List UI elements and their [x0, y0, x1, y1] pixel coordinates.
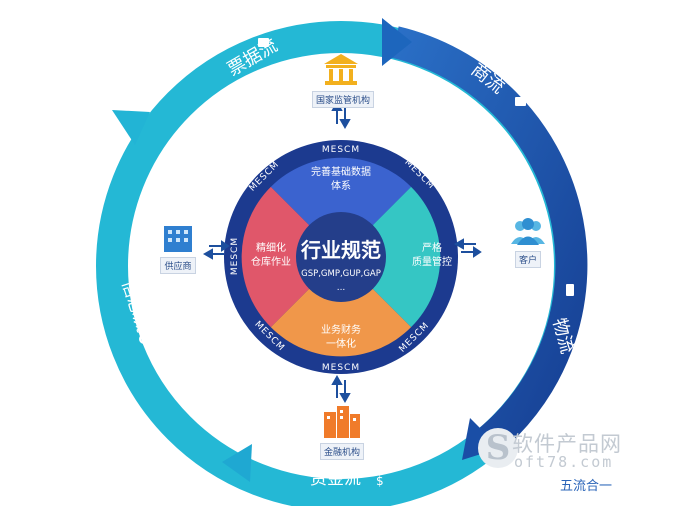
mescm-label-bottom: MESCM — [322, 363, 360, 373]
quadrant-right — [340, 186, 441, 328]
watermark-url: oft78.com — [514, 453, 614, 471]
supplier-node: 供应商 — [152, 224, 204, 274]
watermark-s-logo: S — [478, 428, 518, 468]
regulator-node: 国家监管机构 — [312, 52, 375, 108]
quadrant-left-line2: 仓库作业 — [251, 255, 291, 268]
quadrant-left-line1: 精细化 — [256, 241, 286, 254]
quadrant-bottom-line2: 一体化 — [326, 337, 356, 350]
center-title: 行业规范 — [300, 238, 381, 262]
quadrant-top — [270, 157, 412, 258]
outer-flow-ring-dark-arc — [391, 26, 588, 453]
quadrant-left — [241, 186, 341, 328]
flow-arrow-top-left — [112, 110, 150, 145]
government-building-icon — [324, 54, 358, 85]
finance-node: 金融机构 — [314, 404, 370, 460]
supplier-label: 供应商 — [160, 257, 196, 274]
money-bag-icon: $ — [376, 474, 384, 488]
people-group-icon — [511, 218, 545, 245]
wifi-icon — [139, 334, 149, 344]
finance-label: 金融机构 — [319, 443, 364, 460]
quadrant-top-line2: 体系 — [331, 180, 351, 192]
quadrant-bottom — [270, 257, 412, 357]
watermark-tagline: 五流合一 — [560, 479, 613, 494]
quadrant-bottom-line1: 业务财务 — [321, 323, 361, 336]
office-building-icon — [164, 226, 192, 252]
customer-node: 客户 — [500, 218, 556, 268]
arrows-finance — [331, 374, 351, 404]
flow-arrow-top — [382, 18, 412, 66]
flow-arrow-bottom-left — [222, 444, 252, 482]
center-ellipsis: ... — [337, 283, 346, 293]
truck-icon — [566, 284, 574, 296]
quadrant-right-line2: 质量管控 — [412, 255, 452, 268]
bill-icon — [258, 38, 269, 47]
briefcase-icon — [515, 97, 526, 106]
watermark-site-name: 软件产品网 — [512, 432, 622, 456]
arrows-supplier — [202, 240, 230, 260]
quadrant-top-line1: 完善基础数据 — [311, 165, 371, 178]
mescm-label-left: MESCM — [230, 237, 240, 275]
mescm-label-top: MESCM — [322, 145, 360, 155]
quadrant-right-line1: 严格 — [422, 241, 442, 254]
customer-label: 客户 — [514, 251, 541, 268]
arrows-customer — [453, 238, 482, 258]
center-disc — [296, 212, 386, 302]
regulator-label: 国家监管机构 — [312, 91, 375, 108]
capital-flow-label: 资金流 — [310, 469, 361, 489]
bank-buildings-icon — [324, 406, 360, 438]
center-standards: GSP,GMP,GUP,GAP — [301, 269, 381, 279]
